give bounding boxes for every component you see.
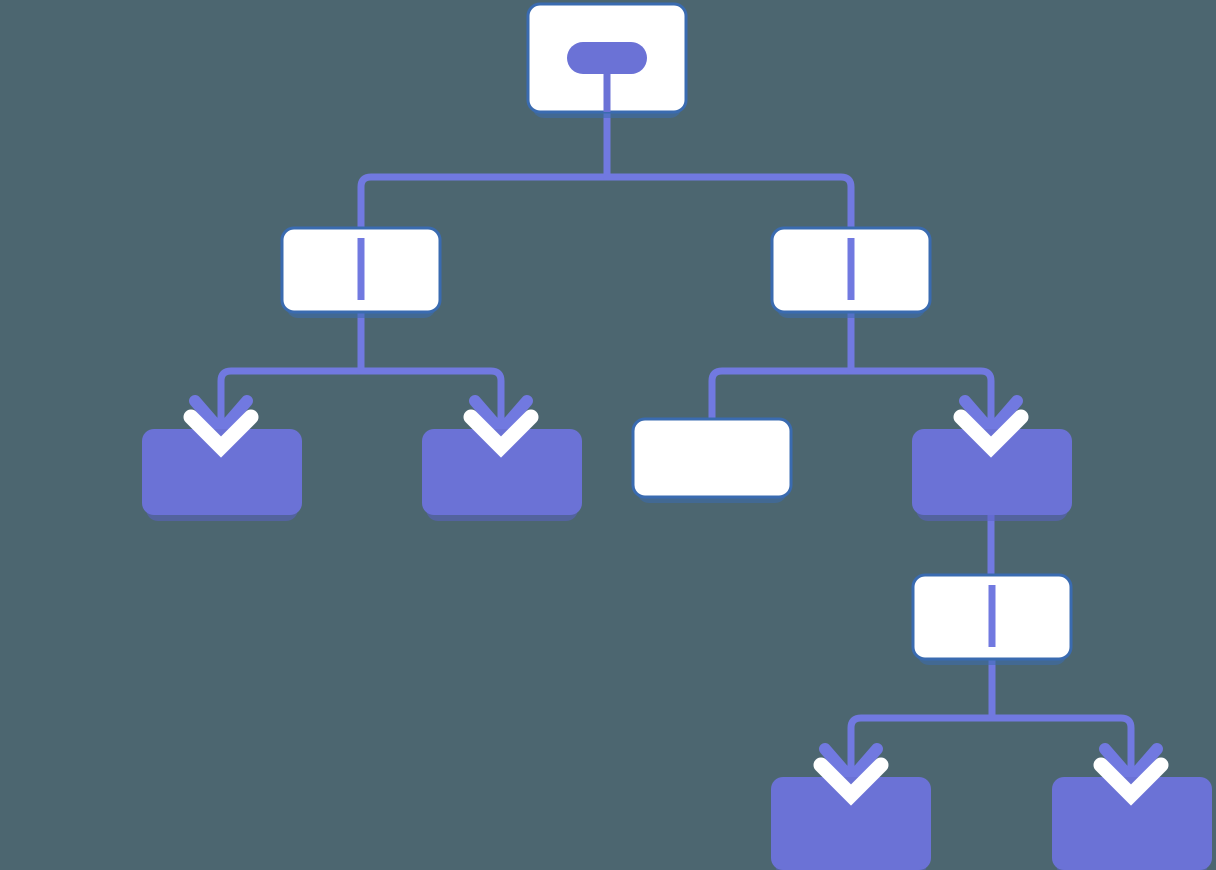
connector-e-l1-ll2: [217, 312, 365, 429]
node-box-n-rl2[interactable]: [631, 417, 793, 499]
node-layer: [142, 2, 1212, 870]
node-box-n-rr4a[interactable]: [771, 777, 931, 870]
node-box-n-lr2[interactable]: [422, 429, 582, 515]
node-n-rr4b[interactable]: [1052, 777, 1212, 870]
chevron-icon-n-lr2: [463, 409, 539, 458]
connector-e-root-split-r: [603, 112, 855, 228]
connector-e-rr3-rr4b: [988, 659, 1135, 777]
node-n-rr2[interactable]: [912, 429, 1072, 521]
node-n-l1[interactable]: [280, 226, 442, 318]
node-n-r1[interactable]: [770, 226, 932, 318]
connector-e-l1-lr2: [357, 312, 505, 429]
connector-layer: [217, 112, 1135, 777]
node-n-rr3[interactable]: [911, 573, 1073, 665]
chevron-icon-n-rr4a: [813, 757, 889, 806]
connector-e-r1-rr2: [847, 312, 995, 429]
connector-e-r1-rl2: [708, 312, 855, 419]
node-box-n-rr4b[interactable]: [1052, 777, 1212, 870]
chevron-icon-n-rr2: [953, 409, 1029, 458]
node-box-n-ll2[interactable]: [142, 429, 302, 515]
chevron-icon-n-rr4b: [1093, 757, 1169, 806]
node-n-rr4a[interactable]: [771, 777, 931, 870]
connector-e-root-split: [357, 112, 611, 228]
node-n-ll2[interactable]: [142, 429, 302, 521]
chevron-icon-n-ll2: [183, 409, 259, 458]
node-root[interactable]: [526, 2, 688, 118]
node-n-lr2[interactable]: [422, 429, 582, 521]
chevron-layer: [183, 409, 1169, 806]
node-n-rl2[interactable]: [631, 417, 793, 503]
connector-e-rr3-rr4a: [847, 659, 996, 777]
node-box-n-rr2[interactable]: [912, 429, 1072, 515]
